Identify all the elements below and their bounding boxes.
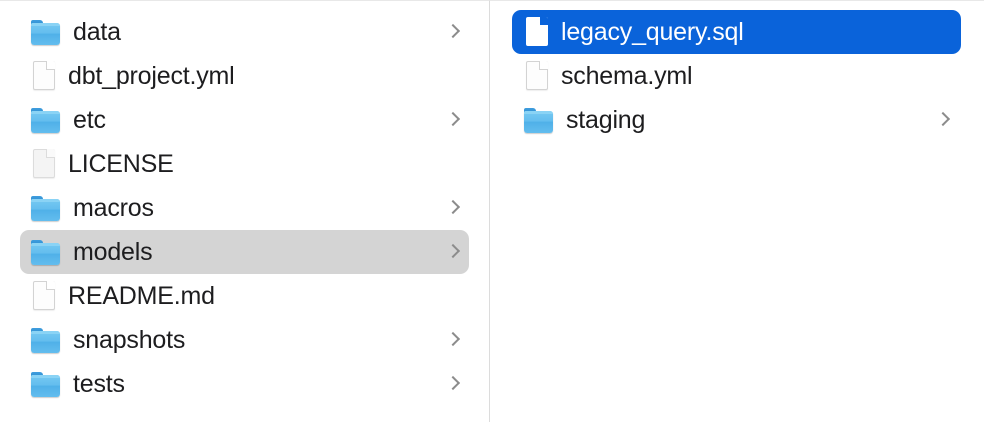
chevron-right-icon [447, 154, 459, 174]
folder-icon [31, 327, 60, 353]
chevron-right-icon [447, 66, 459, 86]
file-name-label: staging [566, 106, 646, 134]
chevron-right-icon[interactable] [447, 22, 459, 42]
file-row[interactable]: schema.yml [512, 54, 961, 98]
file-row[interactable]: data [20, 10, 469, 54]
file-icon [524, 61, 548, 91]
file-row[interactable]: staging [512, 98, 961, 142]
chevron-right-icon[interactable] [447, 198, 459, 218]
file-row[interactable]: macros [20, 186, 469, 230]
file-row[interactable]: tests [20, 362, 469, 406]
file-icon [31, 281, 55, 311]
file-name-label: legacy_query.sql [561, 18, 744, 46]
file-row[interactable]: etc [20, 98, 469, 142]
file-row[interactable]: snapshots [20, 318, 469, 362]
file-row[interactable]: legacy_query.sql [512, 10, 961, 54]
file-name-label: tests [73, 370, 125, 398]
file-generic-icon [31, 149, 55, 179]
column-models[interactable]: legacy_query.sql schema.yml staging [490, 0, 984, 422]
file-name-label: schema.yml [561, 62, 693, 90]
folder-icon [31, 371, 60, 397]
file-name-label: models [73, 238, 153, 266]
chevron-right-icon [447, 286, 459, 306]
folder-icon [524, 107, 553, 133]
chevron-right-icon[interactable] [447, 110, 459, 130]
file-icon [524, 17, 548, 47]
folder-icon [31, 195, 60, 221]
file-name-label: macros [73, 194, 154, 222]
folder-icon [31, 107, 60, 133]
file-row[interactable]: LICENSE [20, 142, 469, 186]
folder-icon [31, 19, 60, 45]
chevron-right-icon[interactable] [447, 242, 459, 262]
file-row[interactable]: dbt_project.yml [20, 54, 469, 98]
file-row[interactable]: models [20, 230, 469, 274]
file-name-label: dbt_project.yml [68, 62, 235, 90]
folder-icon [31, 239, 60, 265]
chevron-right-icon[interactable] [447, 374, 459, 394]
chevron-right-icon[interactable] [937, 110, 949, 130]
chevron-right-icon [937, 66, 949, 86]
chevron-right-icon[interactable] [447, 330, 459, 350]
file-name-label: etc [73, 106, 106, 134]
file-name-label: LICENSE [68, 150, 174, 178]
file-name-label: snapshots [73, 326, 186, 354]
chevron-right-icon [937, 22, 949, 42]
file-icon [31, 61, 55, 91]
file-name-label: README.md [68, 282, 215, 310]
file-row[interactable]: README.md [20, 274, 469, 318]
file-name-label: data [73, 18, 121, 46]
